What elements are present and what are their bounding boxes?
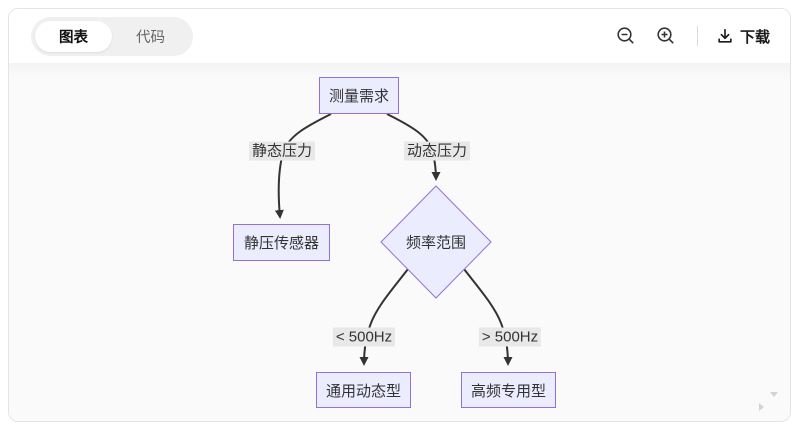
download-icon — [718, 28, 732, 43]
edge-c-e — [463, 268, 513, 366]
toolbar-controls: 下载 — [613, 23, 770, 49]
diagram-viewer-card: 图表 代码 — [8, 8, 791, 422]
node-measurement-need: 测量需求 — [319, 77, 399, 114]
tab-diagram[interactable]: 图表 — [35, 20, 112, 52]
node-general-dynamic-type: 通用动态型 — [316, 372, 411, 408]
node-static-pressure-sensor: 静压传感器 — [233, 224, 330, 261]
scroll-right-arrow[interactable] — [759, 403, 764, 411]
toolbar-divider — [696, 26, 698, 46]
toolbar: 图表 代码 — [9, 9, 790, 63]
edge-label-static-pressure: 静态压力 — [248, 141, 316, 161]
zoom-out-button[interactable] — [613, 23, 639, 49]
zoom-out-icon — [617, 27, 634, 44]
edge-label-gt-500hz: > 500Hz — [478, 327, 542, 347]
zoom-in-button[interactable] — [653, 23, 679, 49]
view-tabs: 图表 代码 — [31, 16, 193, 56]
node-frequency-range-shape — [380, 185, 492, 299]
scroll-down-arrow[interactable] — [770, 392, 778, 397]
edge-label-dynamic-pressure: 动态压力 — [403, 141, 471, 161]
node-frequency-range-label: 频率范围 — [405, 234, 467, 252]
download-button[interactable]: 下载 — [716, 26, 770, 47]
flowchart-edges — [274, 113, 513, 366]
zoom-in-icon — [657, 27, 674, 44]
edge-a-b — [274, 113, 332, 219]
edge-label-lt-500hz: < 500Hz — [332, 327, 396, 347]
tab-code[interactable]: 代码 — [112, 21, 189, 52]
download-label: 下载 — [739, 28, 770, 46]
edge-c-d — [359, 268, 409, 366]
node-high-freq-special-type: 高频专用型 — [461, 372, 556, 408]
diagram-canvas[interactable]: 测量需求 静压传感器 通用动态型 高频专用型 频率范围 静态压力 动态压力 < … — [9, 63, 790, 421]
